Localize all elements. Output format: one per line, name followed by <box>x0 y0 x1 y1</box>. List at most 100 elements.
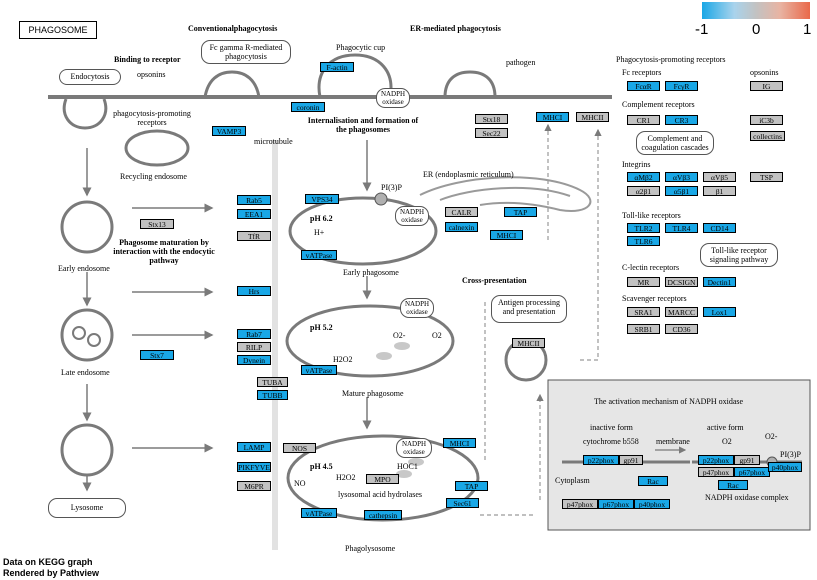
gene-hrs[interactable]: Hrs <box>237 286 271 296</box>
gene-vatpase1[interactable]: vATPase <box>301 250 337 260</box>
gene-p22phox-inactive[interactable]: p22phox <box>583 455 619 465</box>
phagocytic-cup-label: Phagocytic cup <box>336 43 386 52</box>
gene-sra1[interactable]: SRA1 <box>627 307 660 317</box>
gene-mhcii-cross[interactable]: MHCII <box>512 338 545 348</box>
gene-fcar[interactable]: FcαR <box>627 81 660 91</box>
gene-dcsign[interactable]: DCSIGN <box>665 277 698 287</box>
gene-mhci-top[interactable]: MHCI <box>536 112 569 122</box>
gene-vatpase2[interactable]: vATPase <box>301 365 337 375</box>
header-cross-presentation: Cross-presentation <box>462 276 527 285</box>
gene-collectins[interactable]: collectins <box>750 131 785 141</box>
gene-stx13[interactable]: Stx13 <box>140 219 174 229</box>
gene-cd36[interactable]: CD36 <box>665 324 698 334</box>
nadph-box-title: The activation mechanism of NADPH oxidas… <box>594 397 744 406</box>
phagolysosome-label: Phagolysosome <box>345 544 396 553</box>
gene-calr[interactable]: CALR <box>445 207 478 217</box>
h2o2-label: H2O2 <box>333 355 353 364</box>
footer-line1: Data on KEGG graph <box>3 557 93 567</box>
rp-complement: Complement receptors <box>622 100 695 109</box>
gene-avb3[interactable]: αVβ3 <box>665 172 698 182</box>
gene-tlr4[interactable]: TLR4 <box>665 223 698 233</box>
gene-vatpase3[interactable]: vATPase <box>301 508 337 518</box>
gene-p40phox-inactive[interactable]: p40phox <box>634 499 670 509</box>
gene-sec22[interactable]: Sec22 <box>475 128 508 138</box>
gene-p22phox-active[interactable]: p22phox <box>698 455 734 465</box>
complement-cascades-link[interactable]: Complement and coagulation cascades <box>636 131 714 155</box>
late-endosome-label: Late endosome <box>61 368 110 377</box>
pathogen-label: pathogen <box>506 58 536 67</box>
gene-pikfyve[interactable]: PIKFYVE <box>237 462 271 472</box>
gene-cathepsin[interactable]: cathepsin <box>364 510 402 520</box>
gene-tuba[interactable]: TUBA <box>257 377 288 387</box>
early-phagosome-label: Early phagosome <box>343 268 399 277</box>
gene-p47phox-active[interactable]: p47phox <box>698 467 734 477</box>
gene-vamp3[interactable]: VAMP3 <box>212 126 246 136</box>
phago-receptors-label: phagocytosis-promoting receptors <box>113 109 191 127</box>
gene-a5b1[interactable]: α5β1 <box>665 186 698 196</box>
gene-mr[interactable]: MR <box>627 277 660 287</box>
pathway-title: PHAGOSOME <box>19 21 97 39</box>
gene-tap1[interactable]: TAP <box>504 207 537 217</box>
antigen-processing-link[interactable]: Antigen processing and presentation <box>491 295 567 323</box>
gene-avb5[interactable]: αVβ5 <box>703 172 736 182</box>
gene-p47phox-inactive[interactable]: p47phox <box>562 499 598 509</box>
gene-ig[interactable]: IG <box>750 81 783 91</box>
rp-title: Phagocytosis-promoting receptors <box>616 55 726 64</box>
gene-tlr2[interactable]: TLR2 <box>627 223 660 233</box>
gene-mhci-low[interactable]: MHCI <box>443 438 476 448</box>
gene-srb1[interactable]: SRB1 <box>627 324 660 334</box>
early-endosome-label: Early endosome <box>58 264 110 273</box>
gene-cd14[interactable]: CD14 <box>703 223 736 233</box>
gene-p67phox-inactive[interactable]: p67phox <box>598 499 634 509</box>
gene-dectin1[interactable]: Dectin1 <box>703 277 736 287</box>
nadph-active: active form <box>707 423 744 432</box>
gene-tlr6[interactable]: TLR6 <box>627 236 660 246</box>
gene-vps34[interactable]: VPS34 <box>305 194 339 204</box>
gene-eea1[interactable]: EEA1 <box>237 209 271 219</box>
gene-rilp[interactable]: RILP <box>237 342 271 352</box>
gene-rab7[interactable]: Rab7 <box>237 329 271 339</box>
gene-ic3b[interactable]: iC3b <box>750 115 783 125</box>
opsonins-label: opsonins <box>137 70 166 79</box>
gene-stx7[interactable]: Stx7 <box>140 350 174 360</box>
er-label: ER (endoplasmic reticulum) <box>423 170 514 179</box>
gene-m6pr[interactable]: M6PR <box>237 481 271 491</box>
gene-lox1[interactable]: Lox1 <box>703 307 736 317</box>
gene-a2b1[interactable]: α2β1 <box>627 186 660 196</box>
gene-cr1[interactable]: CR1 <box>627 115 660 125</box>
lysosome-label: Lysosome <box>48 498 126 518</box>
gene-mhci-er[interactable]: MHCI <box>490 230 523 240</box>
gene-fcgr[interactable]: FcγR <box>665 81 698 91</box>
gene-tubb[interactable]: TUBB <box>257 390 288 400</box>
gene-dynein[interactable]: Dynein <box>237 355 271 365</box>
gene-lamp[interactable]: LAMP <box>237 442 271 452</box>
color-legend <box>702 2 810 20</box>
gene-coronin[interactable]: coronin <box>291 102 325 112</box>
gene-rac-active[interactable]: Rac <box>718 480 748 490</box>
gene-stx18[interactable]: Stx18 <box>475 114 508 124</box>
pi3p-label: PI(3)P <box>381 183 402 192</box>
nadph-pi3p: PI(3)P <box>780 450 801 459</box>
gene-factin[interactable]: F-actin <box>320 62 354 72</box>
gene-nos[interactable]: NOS <box>283 443 316 453</box>
gene-sec61[interactable]: Sec61 <box>446 498 479 508</box>
gene-tap2[interactable]: TAP <box>455 481 488 491</box>
gene-cr3[interactable]: CR3 <box>665 115 698 125</box>
gene-rac-inactive[interactable]: Rac <box>638 476 668 486</box>
rp-opsonins: opsonins <box>750 68 779 77</box>
gene-calnexin[interactable]: calnexin <box>445 222 478 232</box>
gene-gp91-inactive[interactable]: gp91 <box>619 455 643 465</box>
gene-tfr[interactable]: TfR <box>237 231 271 241</box>
toll-like-pathway-link[interactable]: Toll-like receptor signaling pathway <box>700 243 778 267</box>
gene-p67phox-active[interactable]: p67phox <box>734 467 770 477</box>
no-label: NO <box>294 479 306 488</box>
gene-b1[interactable]: β1 <box>703 186 736 196</box>
gene-mhcii-top[interactable]: MHCII <box>576 112 609 122</box>
gene-marcc[interactable]: MARCC <box>665 307 698 317</box>
gene-gp91-active[interactable]: gp91 <box>734 455 760 465</box>
gene-tsp[interactable]: TSP <box>750 172 783 182</box>
gene-mpo[interactable]: MPO <box>366 474 399 484</box>
gene-rab5[interactable]: Rab5 <box>237 195 271 205</box>
gene-p40phox-active[interactable]: p40phox <box>768 462 802 472</box>
gene-amb2[interactable]: αMβ2 <box>627 172 660 182</box>
